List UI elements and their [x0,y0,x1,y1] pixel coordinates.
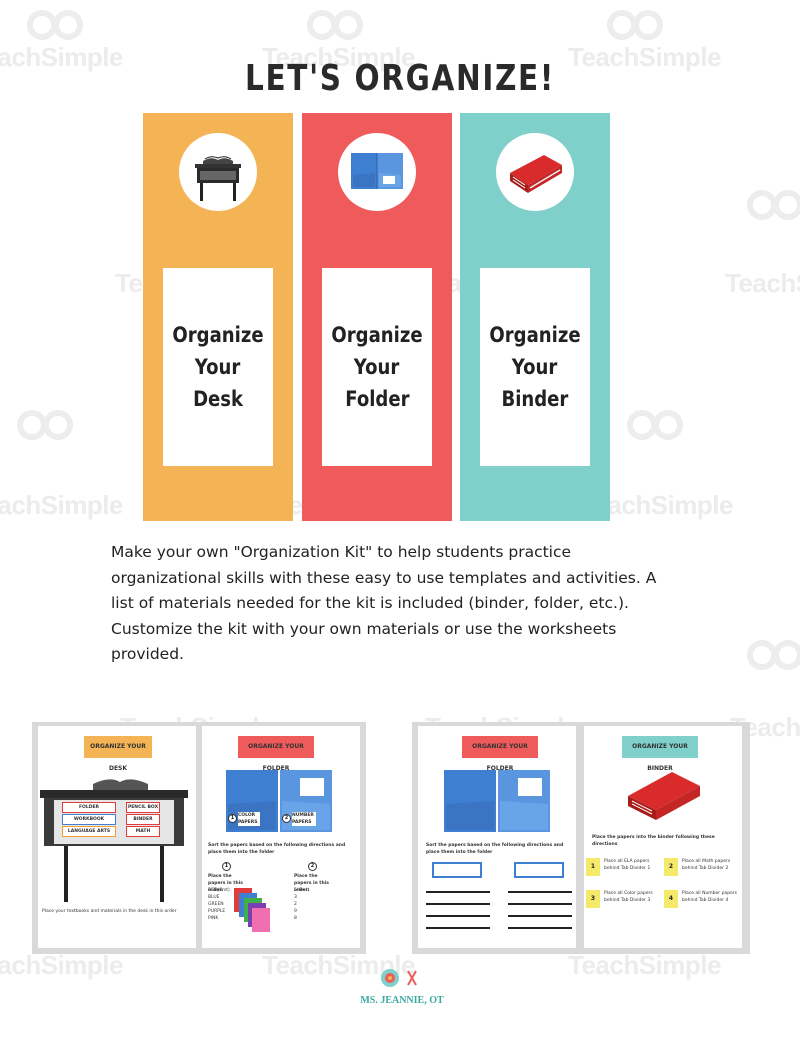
column-heading: Place the papers in this order: [294,874,329,893]
watermark-text: TeachSimple [568,42,721,72]
desk-label: LANGUAGE ARTS [62,826,116,837]
author-logo: MS. JEANNIE, OT [360,965,444,1029]
preview-book-desk-folder: ORGANIZE YOUR DESK FOLDER PENCIL BOX WOR… [32,722,366,954]
writing-lines [426,891,572,929]
pocket-label: NUMBER PAPERS [292,812,316,826]
answer-box [432,862,482,878]
tab-divider: 4 Place all Number papers behind Tab Div… [664,888,740,912]
owl-watermark-icon [627,410,683,440]
tab-instruction: Place all Color papers behind Tab Divide… [604,891,653,903]
list-item: 8 [294,916,297,921]
list-item: GREEN [208,902,224,907]
tab-number-badge: 4 [664,890,678,908]
flower-logo-icon [381,969,417,987]
description-text: Make your own "Organization Kit" to help… [111,543,657,663]
number-badge: 1 [228,814,237,823]
owl-watermark-icon [27,10,83,40]
watermark-text: TeachSimple [568,950,721,980]
panel-label-line: Binder [501,387,569,411]
panel-label-line: Your [354,355,400,379]
list-item: PINK [208,916,219,921]
column-number: 1 [222,862,231,871]
colored-papers-illustration [234,888,270,932]
preview-heading: ORGANIZE YOUR BINDER [622,736,698,772]
tab-number-badge: 1 [586,858,600,876]
list-item: 9 [294,909,297,914]
list-item: 2 [294,902,297,907]
panel-label-line: Your [512,355,558,379]
panel-label-line: Organize [172,323,264,347]
panel-label-line: Your [195,355,241,379]
tab-instruction: Place all ELA papers behind Tab Divider … [604,859,651,871]
desk-label: PENCIL BOX [126,802,160,813]
folder-instructions: Sort the papers based on the following d… [426,843,564,855]
column-heading: Place the papers in this order: [208,874,243,893]
panel-label-card: Organize Your Folder [322,268,432,466]
panel-organize-binder: Organize Your Binder [460,113,610,521]
tab-divider: 1 Place all ELA papers behind Tab Divide… [586,856,662,880]
folder-instructions: Sort the papers based on the following d… [208,843,346,855]
panel-label-card: Organize Your Binder [480,268,590,466]
preview-page-left: ORGANIZE YOUR DESK FOLDER PENCIL BOX WOR… [38,726,196,948]
binder-icon [496,133,574,211]
panel-label-line: Organize [489,323,581,347]
panel-organize-folder: Organize Your Folder [302,113,452,521]
watermark-text: TeachSimple [0,950,123,980]
owl-watermark-icon [747,190,800,220]
owl-watermark-icon [307,10,363,40]
tab-number-badge: 2 [664,858,678,876]
desk-label: WORKBOOK [62,814,116,825]
owl-watermark-icon [17,410,73,440]
logo-text: MS. JEANNIE, OT [360,995,444,1006]
panel-label-line: Desk [192,387,243,411]
list-item: 3 [294,895,297,900]
answer-box [514,862,564,878]
watermark-text: TeachSimple [0,42,123,72]
open-folder-illustration [444,770,550,832]
tab-instruction: Place all Math papers behind Tab Divider… [682,859,731,871]
binder-instructions: Place the papers into the binder followi… [592,835,715,847]
watermark-text: TeachSimple [262,42,415,72]
binder-illustration [628,772,700,820]
owl-watermark-icon [747,640,800,670]
list-item: BLUE [208,895,220,900]
desk-label: MATH [126,826,160,837]
number-badge: 2 [282,814,291,823]
list-item: PURPLE [208,909,226,914]
list-item: RED(first) [208,888,230,893]
tab-number-badge: 3 [586,890,600,908]
preview-book-folder-binder: ORGANIZE YOUR FOLDER Sort the papers bas… [412,722,750,954]
desk-icon [179,133,257,211]
preview-caption: Place your textbooks and materials in th… [42,909,177,914]
watermark-text: TeachSimple [0,490,123,520]
pocket-label: COLOR PAPERS [238,812,260,826]
preview-heading: ORGANIZE YOUR FOLDER [462,736,538,772]
preview-page-left: ORGANIZE YOUR FOLDER Sort the papers bas… [418,726,576,948]
color-list: RED(first) BLUE GREEN PURPLE PINK [208,887,244,922]
preview-page-right: ORGANIZE YOUR BINDER Place the papers in… [584,726,742,948]
owl-watermark-icon [607,10,663,40]
column-number: 2 [308,862,317,871]
preview-page-right: ORGANIZE YOUR FOLDER 1 COLOR PAPERS 2 NU… [202,726,360,948]
tab-instruction: Place all Number papers behind Tab Divid… [682,891,738,903]
tab-divider: 2 Place all Math papers behind Tab Divid… [664,856,740,880]
page-title: LET'S ORGANIZE! [245,58,555,99]
desk-label: BINDER [126,814,160,825]
list-item: 5(first) [294,888,310,893]
watermark-text: TeachSimple [725,268,800,298]
folder-icon [338,133,416,211]
panel-label-card: Organize Your Desk [163,268,273,466]
panel-label-line: Folder [344,387,410,411]
preview-heading: ORGANIZE YOUR DESK [84,736,152,772]
panel-organize-desk: Organize Your Desk [143,113,293,521]
panel-label-line: Organize [331,323,423,347]
number-list: 5(first) 3 2 9 8 [294,887,334,922]
preview-heading: ORGANIZE YOUR FOLDER [238,736,314,772]
tab-divider: 3 Place all Color papers behind Tab Divi… [586,888,662,912]
desk-label: FOLDER [62,802,116,813]
